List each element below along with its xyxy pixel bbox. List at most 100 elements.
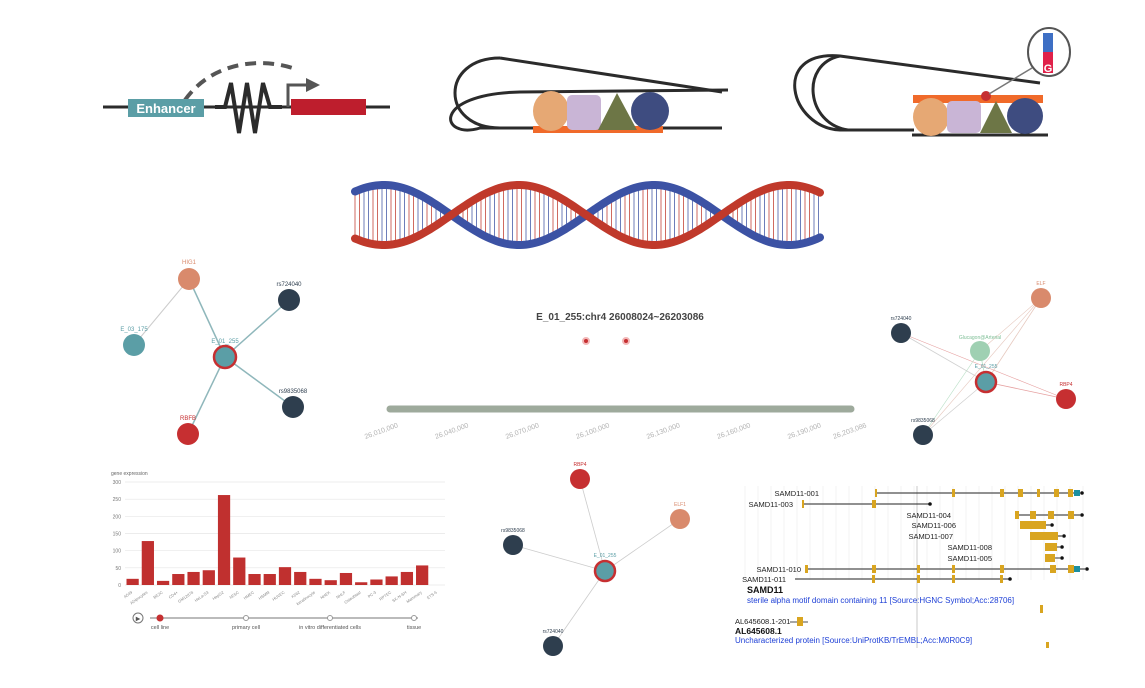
snp-binding-bar <box>913 95 1043 103</box>
strand-end <box>1085 567 1089 571</box>
strand-end <box>1060 545 1064 549</box>
bar[interactable] <box>339 572 353 585</box>
bar[interactable] <box>294 571 307 585</box>
node-rs724040[interactable] <box>278 289 300 311</box>
node-rbp4[interactable] <box>570 469 590 489</box>
node-rs9835068[interactable] <box>503 535 523 555</box>
tick-label: 26,010,000 <box>364 422 399 441</box>
node-label: E_03_175 <box>120 327 148 333</box>
genome-track: E_01_255:chr4 26008024~26203086 26,010,0… <box>364 312 868 441</box>
node-rs9835068[interactable] <box>282 396 304 418</box>
edge <box>512 544 606 572</box>
network-right: ELF rs724040 Glucagon@Arterial E_01_255 … <box>891 281 1076 445</box>
exon <box>872 565 876 573</box>
stage-label: cell line <box>151 625 169 631</box>
y-tick-label: 250 <box>113 497 122 503</box>
enhancer-panel: Enhancer <box>103 61 390 134</box>
node-elf1[interactable] <box>670 509 690 529</box>
node-rs9835068[interactable] <box>913 425 933 445</box>
edge <box>900 332 987 383</box>
node-rs724040[interactable] <box>891 323 911 343</box>
gene-description[interactable]: sterile alpha motif domain containing 11… <box>747 596 1014 605</box>
bar[interactable] <box>156 580 170 585</box>
exon <box>952 575 955 583</box>
stage-label: tissue <box>407 625 421 631</box>
bar[interactable] <box>309 578 322 585</box>
exon <box>1030 511 1036 519</box>
exon <box>1046 642 1049 648</box>
node-center[interactable] <box>974 370 998 394</box>
transcript-panel: SAMD11-001SAMD11-003SAMD11-004SAMD11-006… <box>735 486 1090 648</box>
bar[interactable] <box>172 574 185 585</box>
exon <box>1015 511 1019 519</box>
bar[interactable] <box>233 557 246 585</box>
stage-label: primary cell <box>232 625 260 631</box>
node-label: rs724040 <box>543 629 564 635</box>
chart-bars <box>126 495 429 585</box>
node-label: ELF <box>1036 281 1045 287</box>
exon <box>797 617 803 626</box>
transcript-label: SAMD11-008 <box>948 543 992 552</box>
transcript-label: AL645608.1-201 <box>735 617 790 626</box>
node-glucagon[interactable] <box>970 341 990 361</box>
bar[interactable] <box>126 578 139 585</box>
enhancer-box <box>128 99 204 117</box>
bar[interactable] <box>416 565 429 585</box>
exon <box>952 489 955 497</box>
strand-end <box>1050 523 1054 527</box>
x-tick-label: A549 <box>123 589 134 599</box>
edge <box>985 297 1042 383</box>
timeline-stop[interactable] <box>327 615 333 621</box>
node-label: ELF1 <box>674 502 686 508</box>
transcript-label: SAMD11-006 <box>912 521 956 530</box>
exon <box>1068 489 1073 497</box>
bar[interactable] <box>248 574 261 585</box>
node-e03-175[interactable] <box>123 334 145 356</box>
node-label: rs724040 <box>891 316 912 322</box>
tick-label: 26,130,000 <box>646 422 681 441</box>
node-center[interactable] <box>593 559 617 583</box>
loop-lower-strand <box>453 56 722 130</box>
bar[interactable] <box>385 576 398 585</box>
node-rbp4[interactable] <box>1056 389 1076 409</box>
gene-box <box>291 99 366 115</box>
node-elf[interactable] <box>1031 288 1051 308</box>
bar[interactable] <box>263 574 276 585</box>
exon <box>1054 489 1059 497</box>
snp-marker[interactable] <box>582 337 590 345</box>
y-tick-label: 0 <box>118 583 121 589</box>
snp-marker[interactable] <box>622 337 630 345</box>
bar[interactable] <box>324 580 337 585</box>
timeline-handle[interactable] <box>156 614 164 622</box>
allele-bar-blue <box>1043 33 1053 52</box>
node-rs724040[interactable] <box>543 636 563 656</box>
bar[interactable] <box>187 571 200 585</box>
node-hig1[interactable] <box>178 268 200 290</box>
bar[interactable] <box>370 579 383 585</box>
exon <box>1020 521 1046 529</box>
play-icon[interactable]: ▶ <box>136 617 141 623</box>
bar[interactable] <box>217 495 231 585</box>
node-center[interactable] <box>212 344 238 370</box>
snp-loop-strand-b <box>811 54 849 132</box>
node-label: rs724040 <box>276 282 302 288</box>
exon <box>1040 605 1043 613</box>
play-button[interactable] <box>132 612 144 624</box>
bar[interactable] <box>278 567 292 585</box>
x-tick-label: HMEC <box>243 590 256 601</box>
tss-arrow <box>286 83 308 107</box>
bar[interactable] <box>400 571 414 585</box>
node-rbfb[interactable] <box>177 423 199 445</box>
snp-loop-strand-a <box>793 54 1041 132</box>
bar[interactable] <box>355 582 368 585</box>
timeline-stop[interactable] <box>411 615 417 621</box>
x-tick-label: HUVEC <box>271 590 285 602</box>
bar[interactable] <box>141 541 154 585</box>
timeline-stop[interactable] <box>243 615 249 621</box>
bar[interactable] <box>202 570 215 585</box>
second-gene-description[interactable]: Uncharacterized protein [Source:UniProtK… <box>735 636 972 645</box>
x-tick-label: PC-3 <box>367 589 378 599</box>
exon <box>802 500 804 508</box>
